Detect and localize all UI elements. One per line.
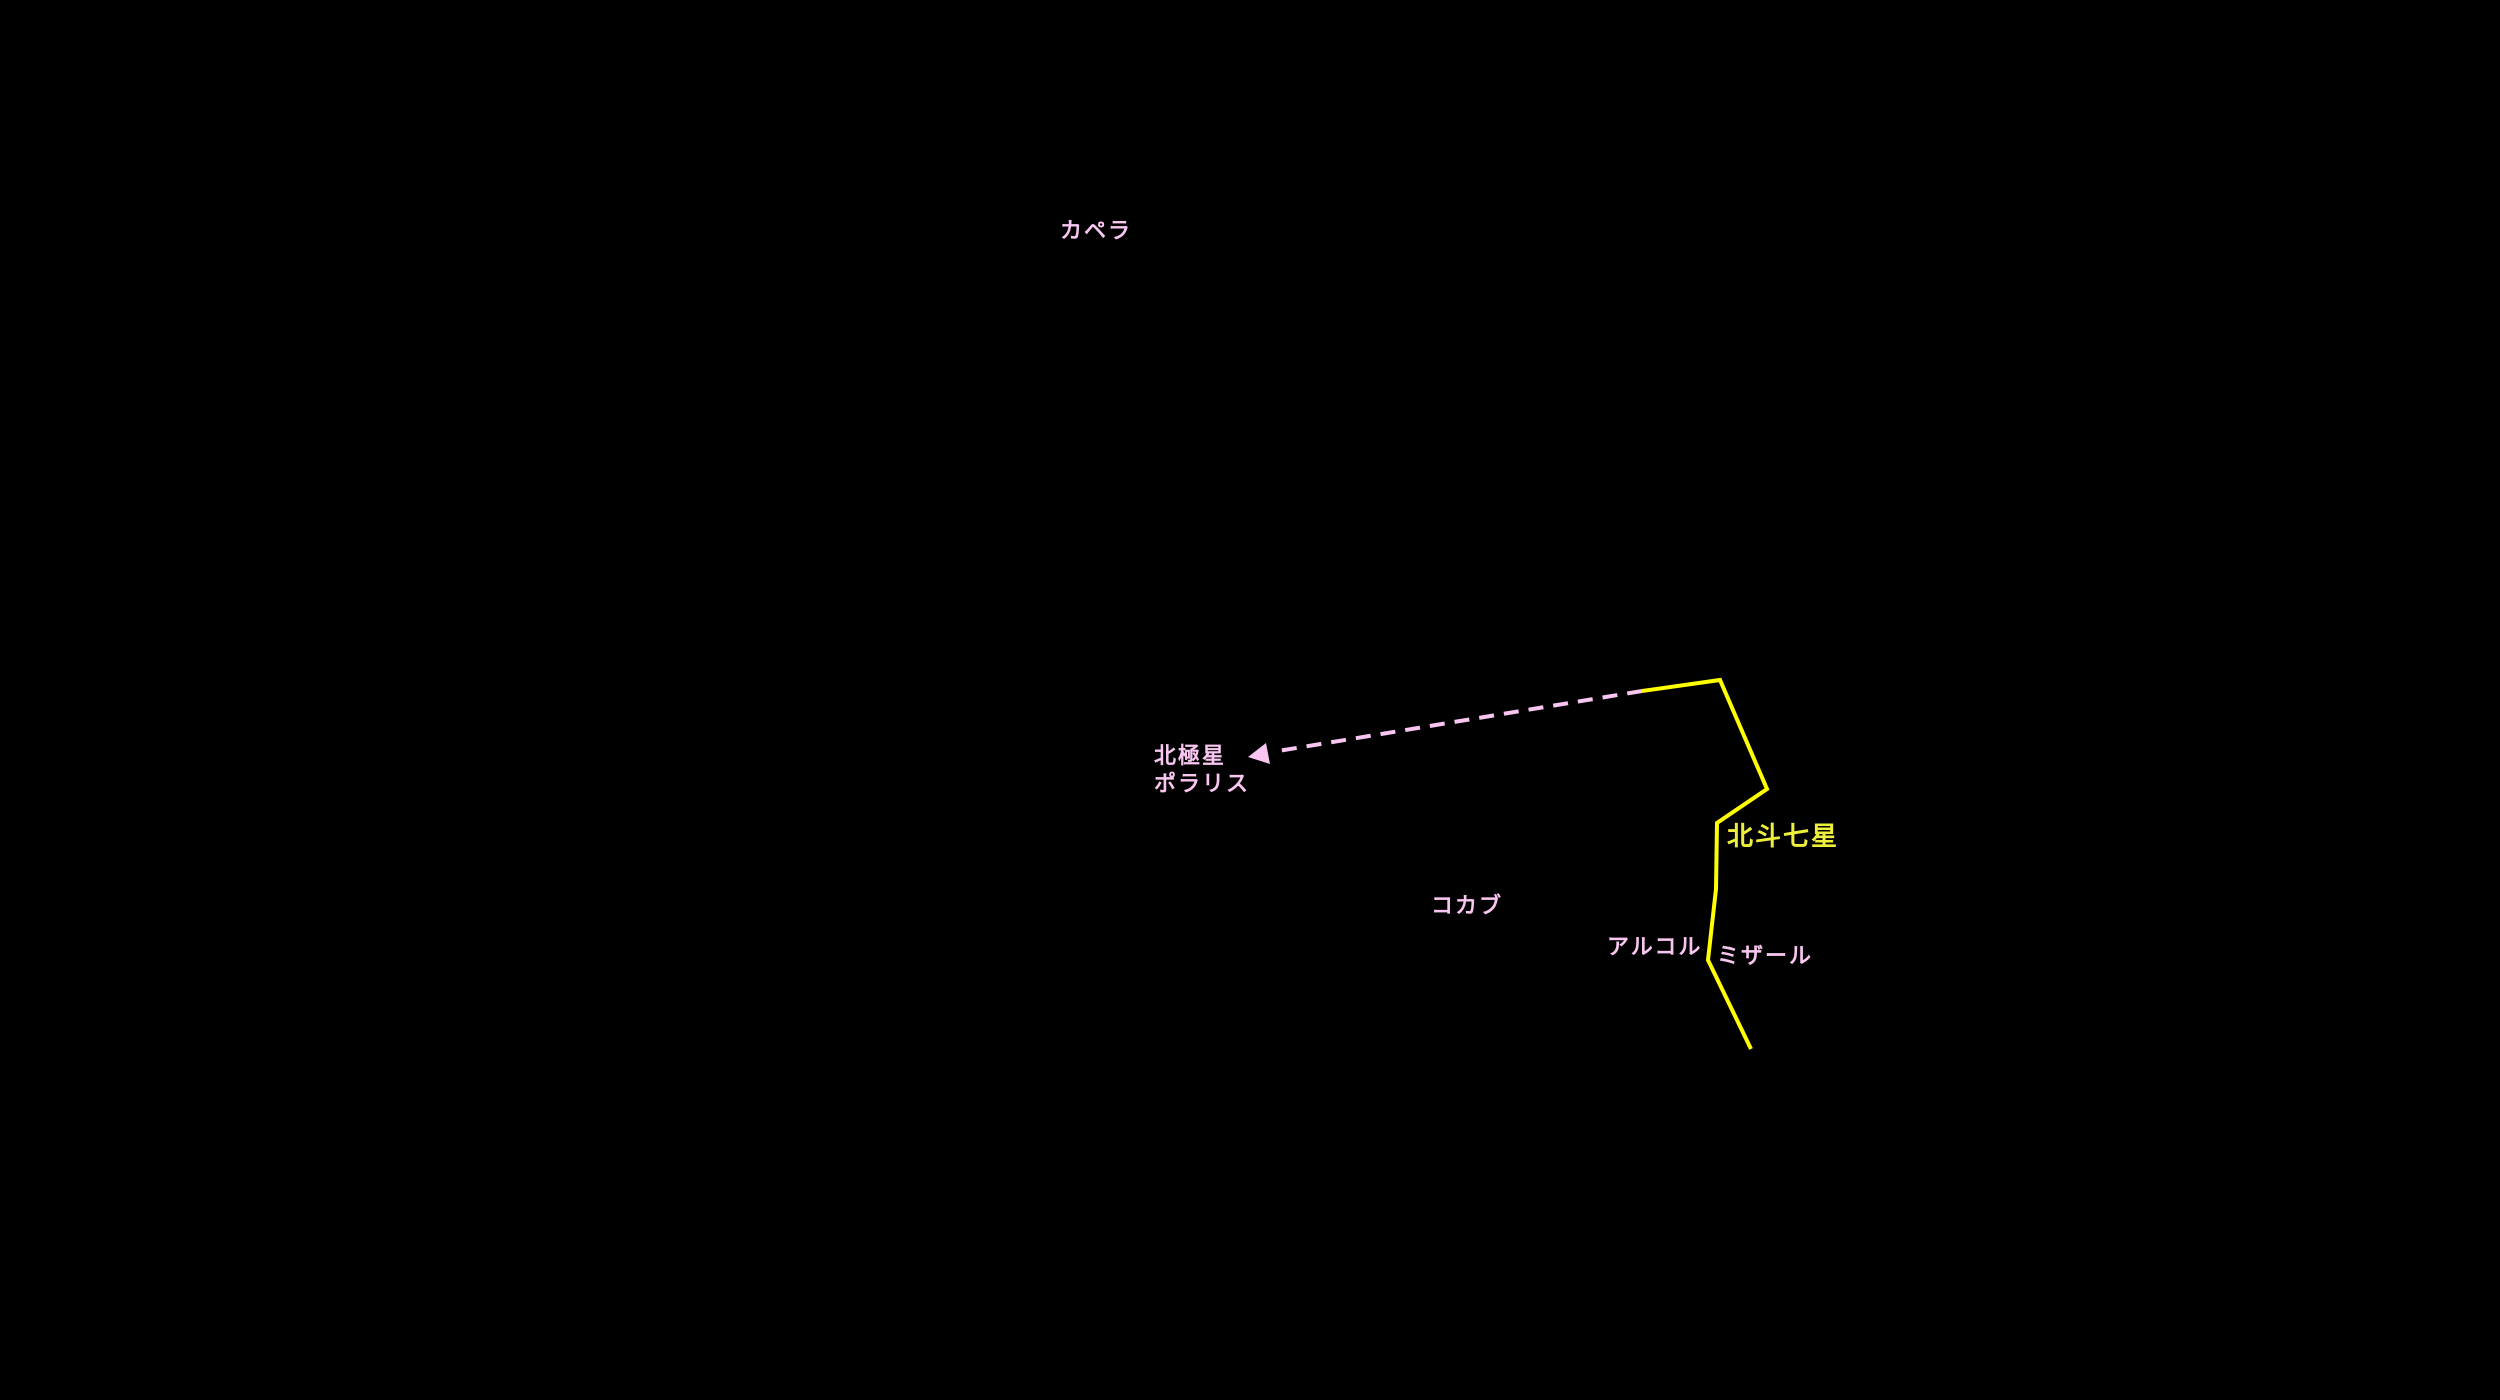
big-dipper-constellation-line — [1641, 677, 1770, 1050]
star-label-north-star: 北極星 — [1154, 744, 1227, 769]
star-label-mizar: ミザール — [1717, 944, 1814, 969]
arrowhead-icon — [1248, 743, 1270, 764]
star-label-big-dipper: 北斗七星 — [1727, 822, 1840, 852]
star-label-kochab: コカブ — [1431, 894, 1504, 919]
star-label-capella: カペラ — [1060, 219, 1133, 244]
polaris-pointer-dashed-line — [1271, 689, 1643, 754]
star-label-polaris: ポラリス — [1154, 772, 1251, 797]
star-label-alcor: アルコル — [1607, 935, 1703, 960]
